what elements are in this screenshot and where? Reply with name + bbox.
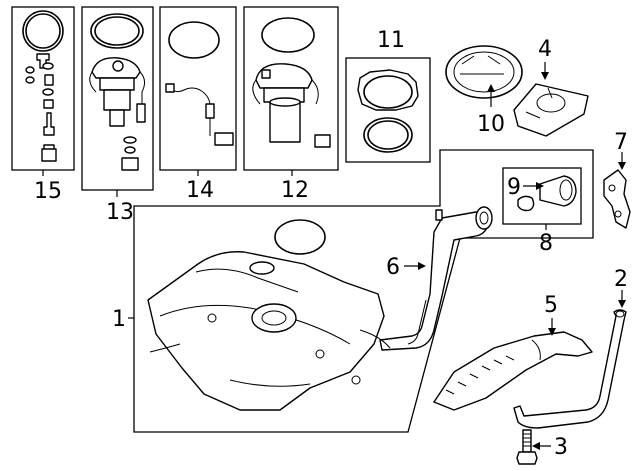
part-11-gasket-set — [345, 57, 431, 163]
callout-7: 7 — [614, 130, 628, 155]
part-6-filler-neck — [379, 206, 493, 351]
callout-14: 14 — [186, 178, 214, 203]
callout-11: 11 — [377, 28, 405, 53]
part-5-heat-shield — [433, 331, 593, 411]
part-8-filler-cap-assembly — [502, 167, 582, 225]
part-10-retainer-ring — [445, 45, 523, 99]
callout-9: 9 — [507, 175, 521, 200]
part-4-access-cover — [513, 83, 589, 137]
callout-2: 2 — [614, 267, 628, 292]
part-15-seal-kit — [11, 6, 75, 171]
part-13-fuel-pump-module — [81, 6, 154, 191]
callout-3: 3 — [554, 435, 568, 460]
callout-8: 8 — [539, 231, 553, 256]
part-7-bracket — [603, 169, 631, 229]
part-1-fuel-tank — [147, 219, 391, 411]
part-14-wiring-harness — [159, 6, 237, 171]
callout-1: 1 — [112, 307, 126, 332]
callout-10: 10 — [477, 112, 505, 137]
callout-15: 15 — [34, 179, 62, 204]
callout-13: 13 — [106, 200, 134, 225]
part-2-tank-strap — [513, 309, 627, 429]
callout-4: 4 — [538, 37, 552, 62]
callout-12: 12 — [281, 178, 309, 203]
part-12-fuel-pump-assembly — [243, 6, 339, 171]
part-3-bolt — [516, 429, 538, 465]
callout-5: 5 — [544, 293, 558, 318]
main-assembly-outline — [133, 149, 594, 433]
callout-6: 6 — [386, 255, 400, 280]
